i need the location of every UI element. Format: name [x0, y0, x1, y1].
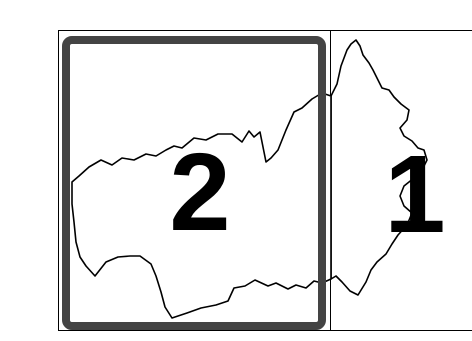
map-frame	[58, 30, 472, 331]
map-panel-1-label: 1	[384, 133, 445, 256]
map-panel-2-selection-frame	[62, 36, 326, 330]
map-panel-1[interactable]: 1	[330, 30, 472, 331]
region-2-outline	[71, 92, 332, 319]
region-1-outline	[330, 39, 428, 296]
map-panel-2[interactable]: 2	[62, 36, 332, 330]
map-panel-2-label: 2	[169, 131, 230, 254]
